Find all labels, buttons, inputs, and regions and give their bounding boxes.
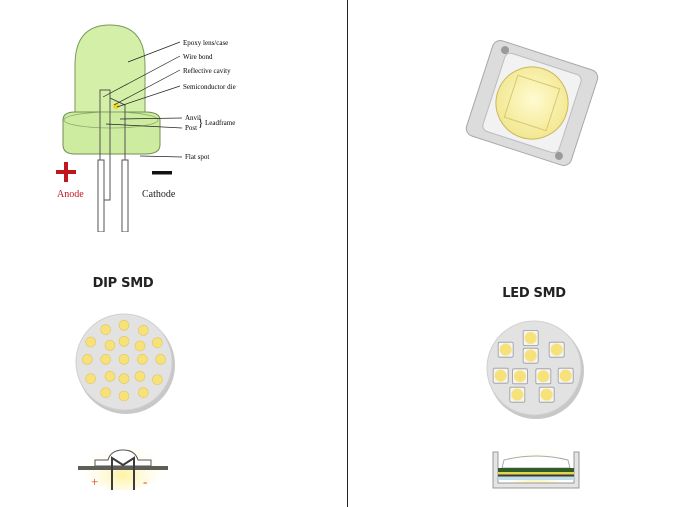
led-dot: [118, 373, 130, 384]
dip-led-board: [75, 313, 175, 414]
led-dot: [134, 340, 146, 352]
minus-icon: [152, 171, 172, 175]
led-smd-heading: LED SMD: [502, 286, 566, 301]
led-dot: [524, 349, 537, 362]
led-dot: [82, 354, 93, 365]
callout-lines: [102, 41, 183, 158]
led-dot: [511, 388, 524, 401]
led-dot: [137, 354, 148, 365]
label-cathode: Cathode: [142, 189, 176, 200]
led-dot: [524, 332, 537, 344]
led-dot: [514, 370, 526, 383]
led-dot: [134, 371, 146, 382]
led-dot: [550, 343, 563, 356]
label-leadframe: Leadframe: [205, 119, 235, 127]
led-dot: [104, 371, 116, 382]
led-body: [62, 24, 161, 232]
column-divider: [347, 0, 348, 507]
plus-icon: [56, 162, 76, 182]
led-dot: [559, 369, 572, 382]
smd-cross-section: [492, 430, 580, 489]
led-dot: [540, 388, 553, 401]
led-dot: [138, 325, 149, 336]
led-dot: [118, 390, 130, 402]
led-dot: [152, 337, 163, 348]
led-dot: [100, 324, 111, 335]
brace: }: [198, 117, 203, 129]
led-dot: [537, 370, 550, 383]
label-reflective-cavity: Reflective cavity: [183, 67, 231, 75]
led-dot: [118, 320, 130, 331]
minus-sign: -: [143, 474, 147, 489]
smd-led-board: [486, 320, 584, 419]
led-dot: [152, 374, 163, 385]
led-dot: [100, 387, 111, 398]
led-dot: [85, 336, 96, 348]
label-wire-bond: Wire bond: [183, 53, 213, 61]
led-dot: [85, 373, 96, 384]
label-die: Semiconductor die: [183, 83, 236, 91]
label-post: Post: [185, 124, 197, 132]
smd-chip-image: [465, 40, 599, 166]
led-dot: [138, 387, 149, 398]
led-dot: [118, 354, 130, 365]
plus-sign: +: [91, 474, 98, 489]
led-dot: [118, 336, 130, 347]
led-dot: [494, 369, 507, 382]
led-dot: [155, 354, 166, 365]
dip-led-anatomy-diagram: Epoxy lens/case Wire bond Reflective cav…: [56, 24, 236, 232]
led-dot: [104, 340, 116, 351]
label-anvil: Anvil: [185, 114, 201, 122]
label-anode: Anode: [57, 189, 84, 200]
label-flat-spot: Flat spot: [185, 153, 209, 161]
led-dot: [499, 343, 512, 356]
label-epoxy: Epoxy lens/case: [183, 39, 228, 47]
dip-cross-section: + -: [78, 430, 168, 490]
led-dot: [100, 354, 111, 365]
dip-smd-heading: DIP SMD: [92, 276, 154, 291]
